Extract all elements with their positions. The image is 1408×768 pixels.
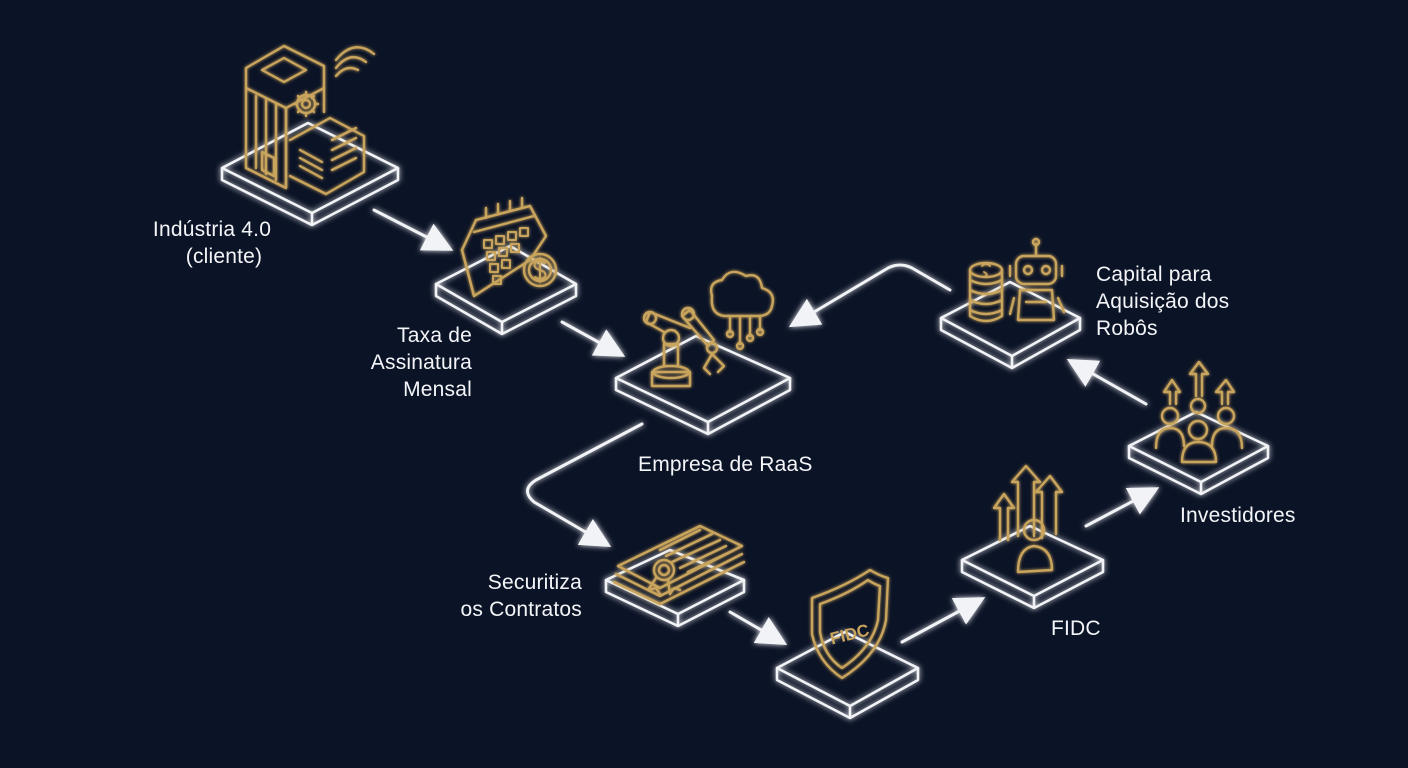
platform-empresa: [614, 334, 792, 436]
label-taxa-line3: Mensal: [403, 378, 472, 401]
label-securitiza-line1: Securitiza: [487, 571, 582, 594]
platform-fidc: [960, 524, 1105, 610]
label-empresa: Empresa de RaaS: [638, 451, 813, 478]
arrow-securitiza-to-shield: [728, 610, 788, 645]
arrow-taxa-to-empresa: [560, 320, 626, 357]
label-fidc: FIDC: [1051, 615, 1101, 642]
platform-industria: [220, 121, 400, 227]
contract-documents-seal-icon: [612, 524, 746, 606]
label-empresa-line1: Empresa de RaaS: [638, 453, 813, 476]
platform-securitiza: [604, 548, 746, 628]
label-taxa-line2: Assinatura: [370, 351, 472, 374]
label-industria-line1: Indústria 4.0: [152, 218, 272, 241]
label-industria-line2: (cliente): [185, 245, 263, 268]
platform-capital: [939, 280, 1082, 370]
smart-factory-building-icon: [244, 44, 376, 196]
label-industria: Indústria 4.0 (cliente): [132, 216, 292, 270]
investor-group-arrows-icon: [1154, 360, 1244, 464]
shield-fidc-icon: [810, 568, 890, 680]
label-securitiza: Securitiza os Contratos: [420, 569, 582, 623]
robot-arm-cloud-icon: [642, 270, 775, 388]
arrow-fidc-to-investidores: [1084, 487, 1160, 528]
label-securitiza-line2: os Contratos: [460, 598, 582, 621]
label-taxa: Taxa de Assinatura Mensal: [330, 322, 472, 403]
arrow-capital-to-empresa: [788, 263, 952, 328]
arrow-shield-to-fidc: [900, 597, 986, 644]
platform-investidores: [1127, 410, 1270, 496]
arrow-industria-to-taxa: [372, 208, 454, 251]
label-capital-line2: Aquisição dos: [1096, 290, 1230, 313]
person-growth-arrows-icon: [992, 464, 1064, 574]
label-taxa-line1: Taxa de: [397, 324, 472, 347]
shield-badge-text: FIDC: [828, 621, 871, 649]
label-investidores: Investidores: [1180, 502, 1296, 529]
label-capital-line1: Capital para: [1096, 263, 1212, 286]
arrow-investidores-to-capital: [1066, 359, 1148, 406]
coins-robot-icon: [968, 237, 1066, 323]
platform-taxa: [434, 244, 578, 336]
label-fidc-line1: FIDC: [1051, 617, 1101, 640]
label-capital-line3: Robôs: [1096, 317, 1158, 340]
label-investidores-line1: Investidores: [1180, 504, 1296, 527]
label-capital: Capital para Aquisição dos Robôs: [1096, 261, 1229, 342]
calendar-dollar-icon: [460, 196, 558, 298]
arrow-empresa-to-securitiza: [526, 422, 644, 548]
